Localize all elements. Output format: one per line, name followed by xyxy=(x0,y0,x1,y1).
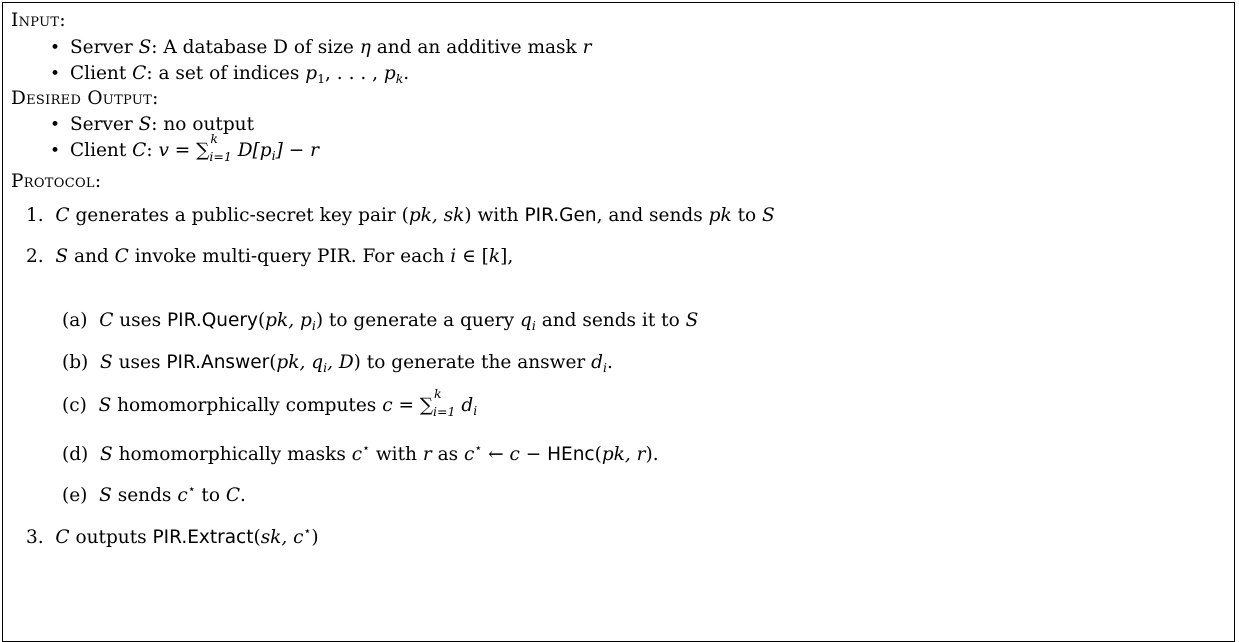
substep-b: (b) S uses PIR.Answer(pk, qi, D) to gene… xyxy=(62,352,613,375)
substep-d: (d) S homomorphically masks c⋆ with r as… xyxy=(62,440,659,465)
bullet: • xyxy=(50,64,61,84)
bullet: • xyxy=(50,38,61,58)
bullet: • xyxy=(50,115,61,135)
substep-e: (e) S sends c⋆ to C. xyxy=(62,481,246,506)
step-3: 3. C outputs PIR.Extract(sk, c⋆) xyxy=(26,523,319,548)
protocol-heading: Protocol: xyxy=(11,171,102,192)
input-item-client: Client C: a set of indices p1, . . . , p… xyxy=(70,63,410,86)
substep-a: (a) C uses PIR.Query(pk, pi) to generate… xyxy=(62,310,699,333)
output-heading: Desired Output: xyxy=(11,88,159,109)
input-heading: Input: xyxy=(11,10,66,31)
output-item-server: Server S: no output xyxy=(70,114,255,135)
step-1: 1. C generates a public-secret key pair … xyxy=(26,205,775,226)
bullet: • xyxy=(50,141,61,161)
step-2: 2. S and C invoke multi-query PIR. For e… xyxy=(26,246,514,267)
input-item-server: Server S: A database D of size η and an … xyxy=(70,37,592,58)
